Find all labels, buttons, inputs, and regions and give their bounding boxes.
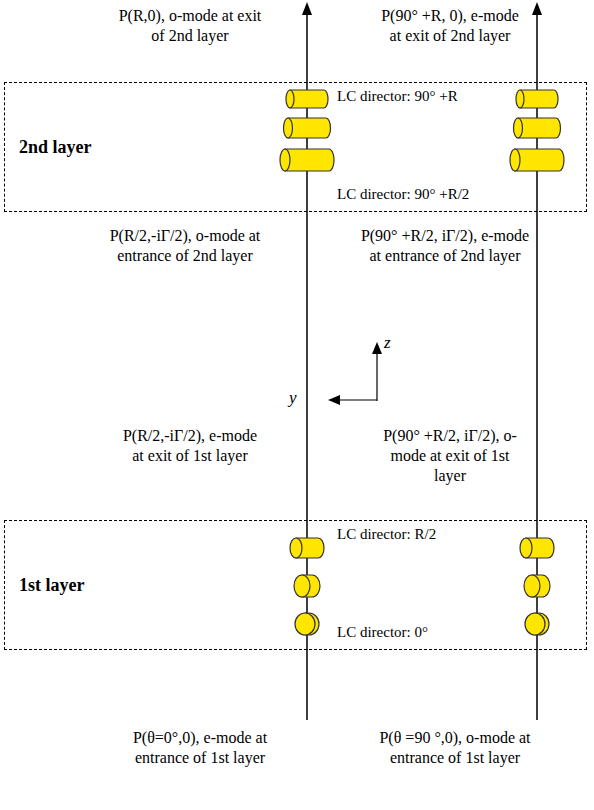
layer-title: 1st layer xyxy=(19,574,84,596)
director-label: LC director: 0° xyxy=(337,623,428,641)
axis-line xyxy=(338,399,377,400)
lc-molecules xyxy=(280,90,564,635)
lc-molecule-cap xyxy=(525,613,545,635)
axis-arrow xyxy=(372,342,382,354)
director-label: LC director: R/2 xyxy=(337,525,436,543)
lc-molecule-cap xyxy=(284,118,293,138)
lc-molecule-cap xyxy=(290,538,302,558)
beam-segment xyxy=(306,212,308,520)
lc-molecule-cap xyxy=(294,575,310,597)
director-label: LC director: 90° +R/2 xyxy=(337,185,469,203)
polarization-label: P(90° +R/2, iΓ/2), e-mode at entrance of… xyxy=(360,226,530,266)
layer-box: 2nd layer LC director: 90° +R LC director:… xyxy=(4,82,587,212)
axis-label: y xyxy=(289,388,297,408)
polarization-label: P(90° +R/2, iΓ/2), o-mode at exit of 1st… xyxy=(375,426,525,486)
lc-molecule xyxy=(290,90,328,108)
lc-molecule xyxy=(288,118,331,138)
polarization-label: P(θ =90 °,0), o-mode at entrance of 1st … xyxy=(375,728,535,768)
axis-line xyxy=(376,352,377,401)
beam-line xyxy=(536,12,538,212)
lc-molecule-cap xyxy=(520,538,532,558)
lc-molecule-cap xyxy=(524,575,540,597)
lc-molecule-cap xyxy=(280,149,290,171)
lc-molecule xyxy=(518,118,561,138)
lc-molecule xyxy=(520,90,558,108)
lc-molecule xyxy=(285,149,334,171)
polarization-label: P(90° +R, 0), e-mode at exit of 2nd laye… xyxy=(375,6,525,46)
director-label: LC director: 90° +R xyxy=(337,87,458,105)
polarization-label: P(R/2,-iΓ/2), e-mode at exit of 1st laye… xyxy=(118,426,263,466)
layer-box: 1st layer LC director: R/2 LC director: 0° xyxy=(4,520,587,650)
layer-title: 2nd layer xyxy=(19,136,92,158)
lc-molecule-cap xyxy=(295,613,315,635)
lc-molecule-cap xyxy=(510,149,520,171)
polarization-label: P(R,0), o-mode at exit of 2nd layer xyxy=(118,6,263,46)
beam-line xyxy=(306,12,308,212)
arrow-head xyxy=(532,2,542,15)
axis-label: z xyxy=(384,333,391,353)
lc-molecule-cap xyxy=(514,118,523,138)
lc-molecule-cap xyxy=(286,90,294,108)
arrow-head xyxy=(302,2,312,15)
polarization-label: P(θ=0°,0), e-mode at entrance of 1st lay… xyxy=(120,728,280,768)
lc-molecule-cap xyxy=(516,90,524,108)
axis-arrow xyxy=(328,395,340,405)
beam-segment xyxy=(536,212,538,520)
lc-molecule xyxy=(515,149,564,171)
polarization-label: P(R/2,-iΓ/2), o-mode at entrance of 2nd … xyxy=(100,226,270,266)
